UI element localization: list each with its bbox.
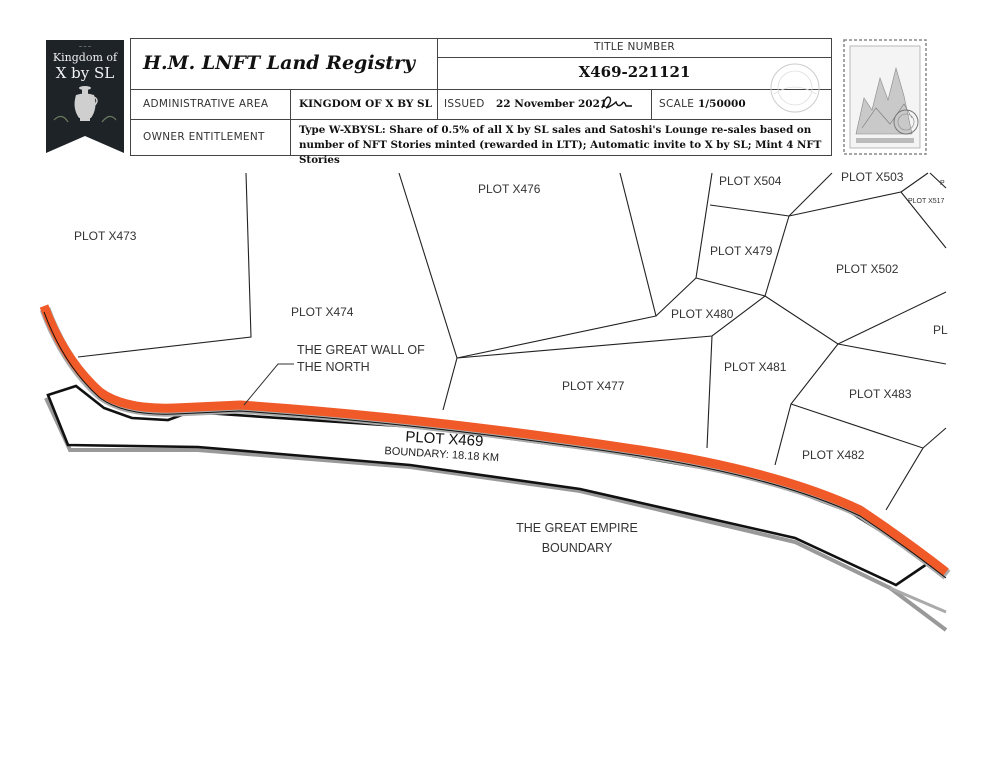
scale-value: 1/50000 — [698, 98, 746, 110]
main-plot-label: PLOT X469 — [405, 428, 484, 450]
registry-header — [130, 38, 832, 156]
admin-area-label: ADMINISTRATIVE AREA — [143, 98, 269, 110]
wall-label-line1: THE GREAT WALL OF — [297, 343, 425, 357]
kingdom-badge-shape: ~ ~ ~ Kingdom of X by SL — [46, 40, 124, 153]
signature-icon — [601, 96, 632, 109]
plot-x476-label: PLOT X476 — [478, 182, 541, 196]
postage-stamp — [842, 38, 928, 156]
kingdom-badge: ~ ~ ~ Kingdom of X by SL — [46, 40, 124, 153]
plot-x479-label: PLOT X479 — [710, 244, 773, 258]
empire-label-line1: THE GREAT EMPIRE — [516, 521, 638, 535]
plot-x481-label: PLOT X481 — [724, 360, 787, 374]
wall-label-line2: THE NORTH — [297, 360, 370, 374]
issued-label: ISSUED — [444, 98, 485, 110]
postmark-icon — [770, 63, 820, 113]
owner-entitlement-label: OWNER ENTITLEMENT — [143, 131, 265, 143]
title-number: X469-221121 — [578, 63, 691, 81]
badge-bottom-text: X by SL — [56, 64, 115, 82]
wall-callout-line — [243, 363, 294, 406]
great-wall-line — [39, 304, 949, 576]
title-number-label: TITLE NUMBER — [593, 41, 676, 53]
plot-x503-label: PLOT X503 — [841, 170, 904, 184]
plot-x517-label: PLOT X517 — [908, 198, 945, 205]
plot-x473-label: PLOT X473 — [74, 229, 137, 243]
vase-icon — [74, 86, 98, 121]
plot-x474-label: PLOT X474 — [291, 305, 354, 319]
plot-x483-label: PLOT X483 — [849, 387, 912, 401]
owner-entitlement-value: Type W-XBYSL: Share of 0.5% of all X by … — [299, 124, 822, 166]
plot-x482-label: PLOT X482 — [802, 448, 865, 462]
plot-x477-label: PLOT X477 — [562, 379, 625, 393]
badge-top-text: Kingdom of — [53, 51, 118, 64]
empire-label-line2: BOUNDARY — [542, 541, 613, 555]
plot-boundaries — [77, 172, 947, 511]
issued-date: 22 November 2021 — [496, 98, 608, 110]
plot-x504-label: PLOT X504 — [719, 174, 782, 188]
plot-partial-top-label: P — [940, 180, 945, 187]
plot-x502-label: PLOT X502 — [836, 262, 899, 276]
svg-text:~ ~ ~: ~ ~ ~ — [79, 44, 92, 49]
scale-label: SCALE — [659, 98, 695, 110]
plot-x480-label: PLOT X480 — [671, 307, 734, 321]
plot-partial-right-label: PL — [933, 323, 948, 337]
admin-area-value: KINGDOM OF X BY SL — [299, 98, 432, 110]
registry-title: H.M. LNFT Land Registry — [143, 52, 416, 74]
